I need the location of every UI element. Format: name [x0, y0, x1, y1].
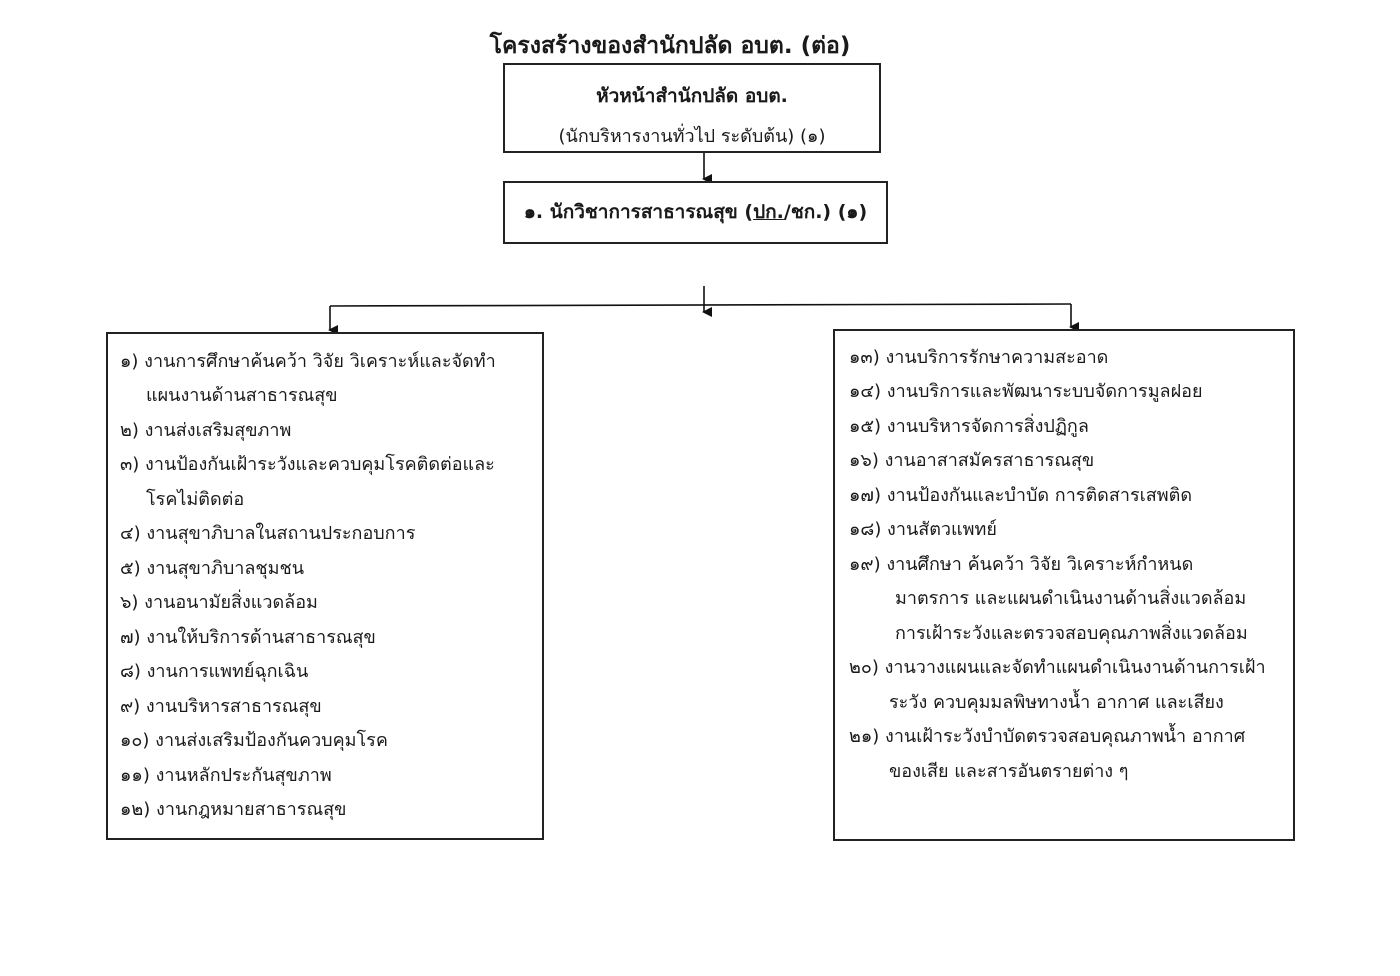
- task-item: ของเสีย และสารอันตรายต่าง ๆ: [889, 761, 1129, 782]
- task-item: ๓) งานป้องกันเฝ้าระวังและควบคุมโรคติดต่อ…: [120, 454, 495, 475]
- officer-level: ปก.: [753, 201, 784, 223]
- task-item: โรคไม่ติดต่อ: [146, 489, 245, 510]
- task-item: ๒) งานส่งเสริมสุขภาพ: [120, 420, 292, 441]
- task-item: ๑๗) งานป้องกันและบำบัด การติดสารเสพติด: [849, 485, 1193, 506]
- task-item: ๗) งานให้บริการด้านสาธารณสุข: [120, 627, 376, 648]
- task-item: ๙) งานบริหารสาธารณสุข: [120, 696, 322, 717]
- officer-prefix: ๑. นักวิชาการสาธารณสุข (: [523, 201, 754, 223]
- task-item: ๑๑) งานหลักประกันสุขภาพ: [120, 765, 332, 786]
- head-position: (นักบริหารงานทั่วไป ระดับต้น) (๑): [558, 126, 826, 147]
- task-item: ๘) งานการแพทย์ฉุกเฉิน: [120, 661, 309, 682]
- task-item: ๑) งานการศึกษาค้นคว้า วิจัย วิเคราะห์และ…: [120, 351, 496, 372]
- task-item: ๑๙) งานศึกษา ค้นคว้า วิจัย วิเคราะห์กำหน…: [849, 554, 1194, 575]
- task-item: ๒๑) งานเฝ้าระวังบำบัดตรวจสอบคุณภาพน้ำ อา…: [849, 726, 1246, 747]
- task-item: ๖) งานอนามัยสิ่งแวดล้อม: [120, 592, 318, 613]
- task-item: มาตรการ และแผนดำเนินงานด้านสิ่งแวดล้อม: [895, 588, 1247, 609]
- chart-title: โครงสร้างของสำนักปลัด อบต. (ต่อ): [489, 33, 851, 59]
- task-item: ระวัง ควบคุมมลพิษทางน้ำ อากาศ และเสียง: [889, 692, 1224, 713]
- head-box: หัวหน้าสำนักปลัด อบต. (นักบริหารงานทั่วไ…: [503, 63, 881, 153]
- task-item: ๑๘) งานสัตวแพทย์: [849, 519, 997, 540]
- task-item: ๑๖) งานอาสาสมัครสาธารณสุข: [849, 450, 1095, 471]
- task-item: ๒๐) งานวางแผนและจัดทำแผนดำเนินงานด้านการ…: [849, 657, 1266, 678]
- task-item: ๑๒) งานกฎหมายสาธารณสุข: [120, 799, 347, 820]
- officer-box: ๑. นักวิชาการสาธารณสุข (ปก./ชก.) (๑): [503, 181, 888, 244]
- head-name: หัวหน้าสำนักปลัด อบต.: [596, 85, 788, 107]
- right-task-box: ๑๓) งานบริการรักษาความสะอาด ๑๔) งานบริกา…: [833, 329, 1295, 841]
- task-item: ๑๕) งานบริหารจัดการสิ่งปฏิกูล: [849, 416, 1089, 437]
- left-task-box: ๑) งานการศึกษาค้นคว้า วิจัย วิเคราะห์และ…: [106, 332, 544, 840]
- connector-branch-horizontal: [329, 303, 1072, 307]
- task-item: ๑๐) งานส่งเสริมป้องกันควบคุมโรค: [120, 730, 388, 751]
- task-item: ๑๓) งานบริการรักษาความสะอาด: [849, 347, 1109, 368]
- task-item: ๕) งานสุขาภิบาลชุมชน: [120, 558, 304, 579]
- task-item: แผนงานด้านสาธารณสุข: [146, 385, 338, 406]
- task-item: ๔) งานสุขาภิบาลในสถานประกอบการ: [120, 523, 416, 544]
- officer-suffix: /ชก.) (๑): [783, 201, 868, 223]
- task-item: ๑๔) งานบริการและพัฒนาระบบจัดการมูลฝอย: [849, 381, 1203, 402]
- task-item: การเฝ้าระวังและตรวจสอบคุณภาพสิ่งแวดล้อม: [895, 623, 1248, 644]
